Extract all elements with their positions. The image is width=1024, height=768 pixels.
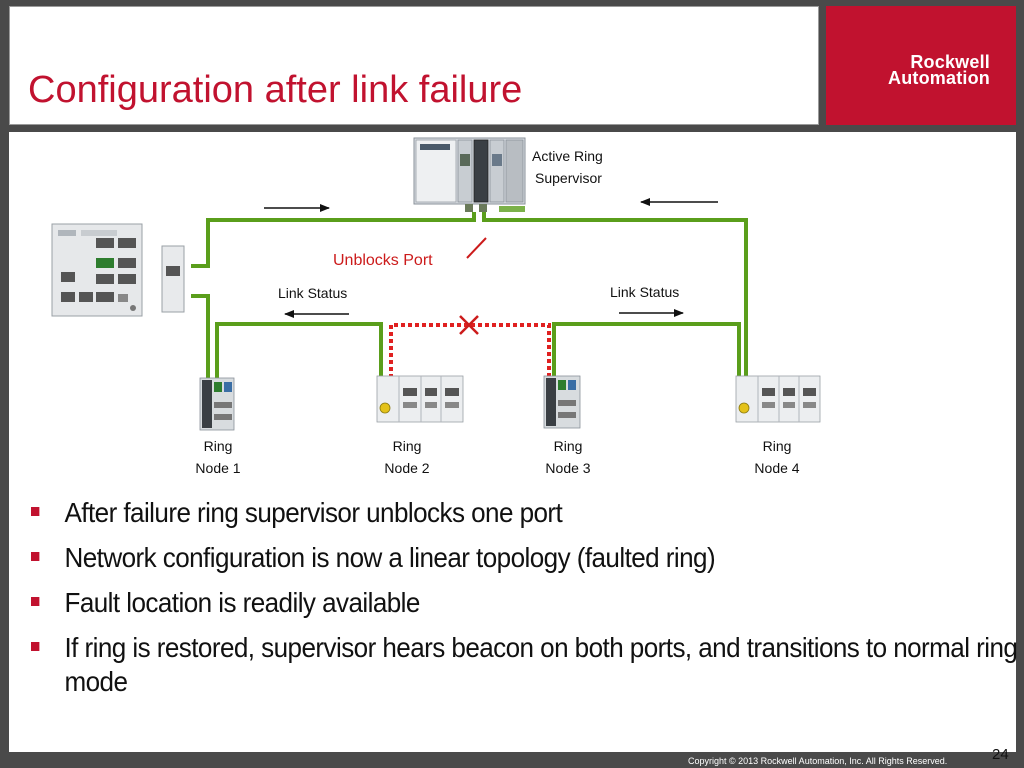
bullet-item: Fault location is readily available [31,586,1024,620]
node-3-label-line2: Node 3 [545,460,590,476]
bullet-item: Network configuration is now a linear to… [31,541,1024,575]
link-switch-node1 [191,294,210,378]
unblocks-port-pointer [466,237,487,259]
node-4-label-line1: Ring [763,438,792,454]
bullet-marker [31,597,40,606]
bullet-marker [31,507,40,516]
rockwell-logo: Rockwell Automation [826,6,1016,125]
node-1-label-line2: Node 1 [195,460,240,476]
link-status-label-left: Link Status [278,285,347,301]
supervisor-label-line2: Supervisor [535,170,602,186]
bullet-text: Network configuration is now a linear to… [64,542,716,573]
link-supervisor-left [191,212,476,268]
node-2-label-line2: Node 2 [384,460,429,476]
bullet-text: After failure ring supervisor unblocks o… [64,497,563,528]
bullet-text: If ring is restored, supervisor hears be… [64,632,1018,697]
ring-node-2-icon [376,375,464,423]
ring-node-4-icon [735,375,821,423]
logo-line-2: Automation [888,68,990,88]
bullet-text: Fault location is readily available [64,587,420,618]
supervisor-label-line1: Active Ring [532,148,603,164]
node-3-label-line1: Ring [554,438,583,454]
bullet-item: If ring is restored, supervisor hears be… [31,631,1024,699]
logo-line-1: Rockwell [910,52,990,72]
link-node1-node2 [215,322,383,378]
ring-node-1-icon [199,377,235,431]
ring-network-diagram: Active Ring Supervisor Unblocks Port Lin… [51,137,821,476]
title-panel [9,6,819,125]
node-1-label-line1: Ring [204,438,233,454]
copyright-text: Copyright © 2013 Rockwell Automation, In… [688,756,948,766]
link-status-label-right: Link Status [610,284,679,300]
ring-links [191,212,748,378]
faulted-link [389,323,551,378]
content-panel: Active Ring Supervisor Unblocks Port Lin… [9,132,1018,752]
ethernet-switch-icon [51,223,143,317]
link-supervisor-right [482,212,748,378]
media-converter-icon [161,245,185,313]
fault-x-icon [459,315,479,335]
controller-chassis-icon [413,137,526,212]
bullet-marker [31,552,40,561]
unblocks-port-label: Unblocks Port [333,252,433,269]
ring-node-3-icon [543,375,581,429]
bullet-item: After failure ring supervisor unblocks o… [31,496,1024,530]
bullet-list: After failure ring supervisor unblocks o… [31,496,1018,710]
page-title: Configuration after link failure [28,69,523,111]
page-number: 24 [992,746,1009,763]
node-4-label-line2: Node 4 [754,460,799,476]
link-node3-node4 [552,322,741,378]
node-2-label-line1: Ring [393,438,422,454]
bullet-marker [31,642,40,651]
